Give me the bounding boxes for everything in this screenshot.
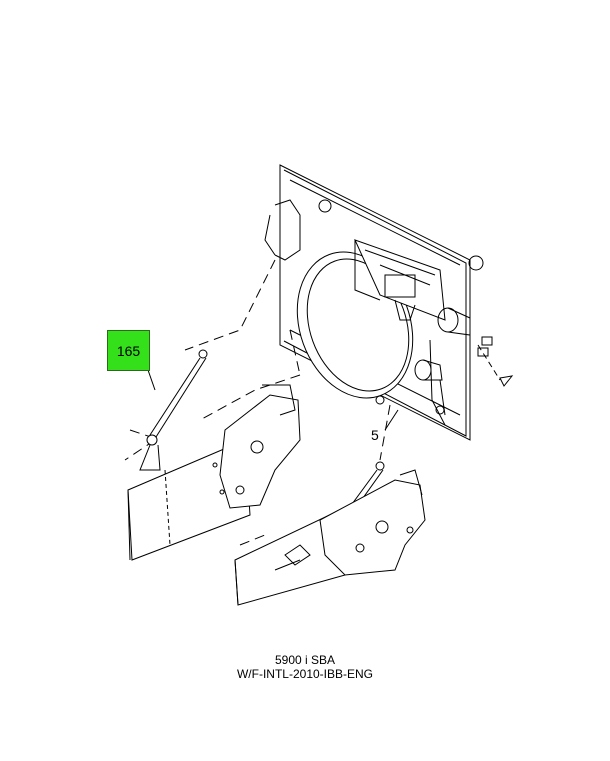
radiator-shroud	[264, 164, 514, 441]
dashed-guides	[124, 259, 391, 546]
part-5-label: 5	[371, 427, 379, 443]
leader-lines	[147, 369, 399, 431]
strut-rod-165	[139, 349, 208, 471]
part-165-callout[interactable]: 165	[107, 330, 150, 371]
caption-reference: W/F-INTL-2010-IBB-ENG	[236, 667, 374, 681]
frame-bracket-upper	[127, 384, 301, 561]
frame-bracket-lower	[234, 469, 426, 606]
caption-model: 5900 i SBA	[274, 653, 336, 667]
